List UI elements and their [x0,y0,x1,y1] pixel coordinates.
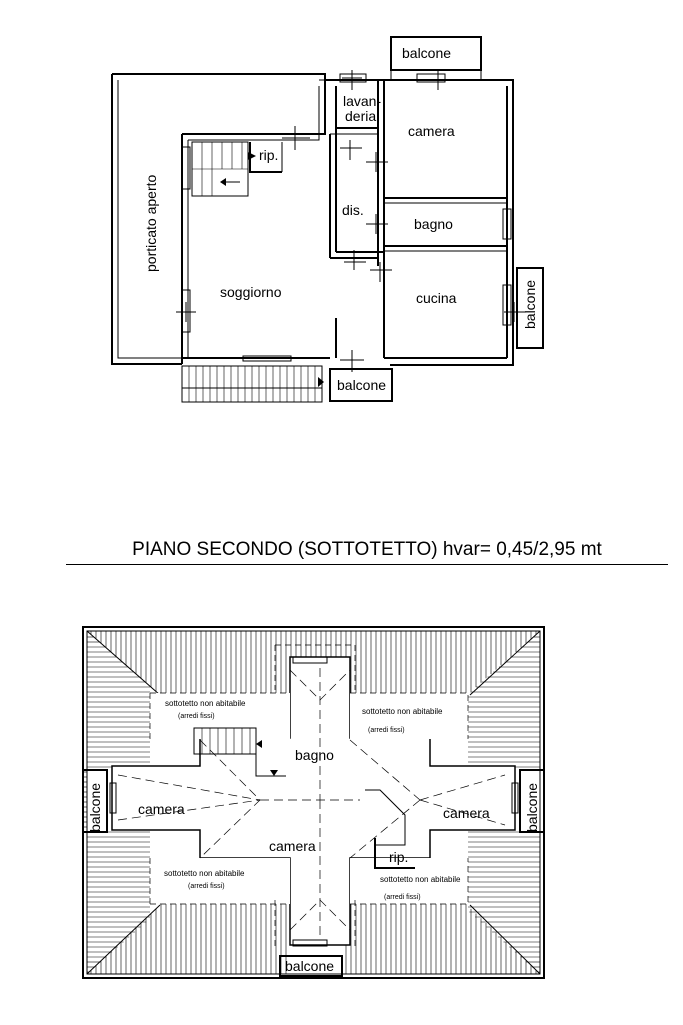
label-bagno-attic: bagno [295,747,334,763]
label-balcone-bottom-upper: balcone [337,377,386,393]
label-balcone-top: balcone [402,45,451,61]
label-dis: dis. [342,202,364,218]
label-balcone-bottom-attic: balcone [285,958,334,974]
label-arredi-se: (arredi fissi) [384,894,421,901]
label-sottotetto-ne: sottotetto non abitabile [362,707,443,716]
label-balcone-right-upper: balcone [522,280,538,329]
section-title: PIANO SECONDO (SOTTOTETTO) hvar= 0,45/2,… [66,538,668,565]
label-bagno-upper: bagno [414,216,453,232]
label-arredi-ne: (arredi fissi) [368,727,405,734]
label-balcone-left-attic: balcone [87,783,103,832]
attic-floor-plan: sottotetto non abitabile (arredi fissi) … [82,626,545,979]
roof-tile-hatching [83,631,540,974]
label-camera-left: camera [138,801,185,817]
label-lavanderia-1: lavan- [343,93,381,109]
upper-floor-plan: balcone lavan- deria camera rip. portica… [111,36,544,403]
label-rip-upper: rip. [259,147,278,163]
label-camera-center: camera [269,838,316,854]
label-sottotetto-nw: sottotetto non abitabile [165,699,246,708]
label-rip-attic: rip. [389,849,408,865]
label-soggiorno: soggiorno [220,284,282,300]
label-arredi-nw: (arredi fissi) [178,713,215,720]
label-sottotetto-sw: sottotetto non abitabile [164,869,245,878]
label-lavanderia-2: deria [345,108,376,124]
label-balcone-right-attic: balcone [524,783,540,832]
label-camera-right: camera [443,805,490,821]
label-sottotetto-se: sottotetto non abitabile [380,875,461,884]
label-cucina: cucina [416,290,457,306]
label-camera-upper: camera [408,123,455,139]
label-porticato: porticato aperto [143,175,159,272]
label-arredi-sw: (arredi fissi) [188,883,225,890]
